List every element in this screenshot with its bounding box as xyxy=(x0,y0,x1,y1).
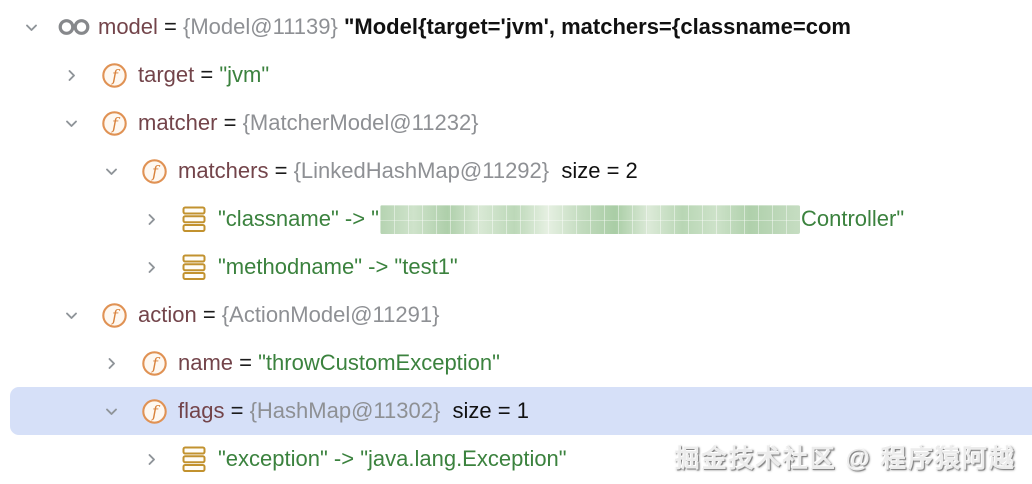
segment-type: {MatcherModel@11232} xyxy=(242,110,479,135)
segment-op: = xyxy=(217,110,243,135)
chevron-collapsed-icon[interactable] xyxy=(103,355,120,372)
map-entry-icon xyxy=(180,205,208,233)
segment-type: {Model@11139} xyxy=(183,14,344,39)
chevron-expanded-icon[interactable] xyxy=(63,307,80,324)
tree-row[interactable]: f name = "throwCustomException" xyxy=(10,339,1032,387)
segment-name: flags xyxy=(178,398,225,423)
row-text: matchers = {LinkedHashMap@11292} size = … xyxy=(178,158,638,184)
segment-string: "jvm" xyxy=(219,62,270,87)
svg-text:f: f xyxy=(111,114,121,133)
field-icon: f xyxy=(140,397,168,425)
redacted-value-mosaic xyxy=(379,204,800,234)
segment-name: matcher xyxy=(138,110,218,135)
segment-name: matchers xyxy=(178,158,269,183)
row-text: "methodname" -> "test1" xyxy=(218,254,458,280)
segment-op: = xyxy=(194,62,220,87)
tree-row[interactable]: f action = {ActionModel@11291} xyxy=(10,291,1032,339)
chevron-expanded-icon[interactable] xyxy=(103,403,120,420)
row-text: model = {Model@11139} "Model{target='jvm… xyxy=(98,14,851,40)
row-text: "exception" -> "java.lang.Exception" xyxy=(218,446,567,472)
row-text: name = "throwCustomException" xyxy=(178,350,500,376)
segment-string: "methodname" -> "test1" xyxy=(218,254,458,279)
segment-op: = xyxy=(268,158,294,183)
segment-type: {HashMap@11302} xyxy=(249,398,441,423)
svg-text:f: f xyxy=(151,162,161,181)
tree-row[interactable]: "methodname" -> "test1" xyxy=(10,243,1032,291)
tree-row[interactable]: f matcher = {MatcherModel@11232} xyxy=(10,99,1032,147)
row-text: target = "jvm" xyxy=(138,62,269,88)
field-icon: f xyxy=(100,61,128,89)
chevron-expanded-icon[interactable] xyxy=(63,115,80,132)
map-entry-icon xyxy=(180,253,208,281)
segment-plain: "Model{target='jvm', matchers={classname… xyxy=(343,14,851,39)
field-icon: f xyxy=(140,157,168,185)
tree-row[interactable]: f target = "jvm" xyxy=(10,51,1032,99)
field-icon: f xyxy=(100,301,128,329)
watch-icon xyxy=(58,13,90,41)
row-text: action = {ActionModel@11291} xyxy=(138,302,439,328)
chevron-collapsed-icon[interactable] xyxy=(143,211,160,228)
chevron-collapsed-icon[interactable] xyxy=(63,67,80,84)
field-icon: f xyxy=(140,349,168,377)
row-text: flags = {HashMap@11302} size = 1 xyxy=(178,398,529,424)
chevron-collapsed-icon[interactable] xyxy=(143,451,160,468)
svg-text:f: f xyxy=(151,402,161,421)
segment-size: size = 1 xyxy=(440,398,529,423)
svg-text:f: f xyxy=(111,66,121,85)
chevron-collapsed-icon[interactable] xyxy=(143,259,160,276)
segment-size: size = 2 xyxy=(549,158,638,183)
segment-op: = xyxy=(233,350,259,375)
chevron-expanded-icon[interactable] xyxy=(23,19,40,36)
tree-row[interactable]: "exception" -> "java.lang.Exception" xyxy=(10,435,1032,483)
segment-name: action xyxy=(138,302,197,327)
segment-op: = xyxy=(196,302,222,327)
segment-name: model xyxy=(98,14,158,39)
segment-name: name xyxy=(178,350,234,375)
segment-op: = xyxy=(157,14,183,39)
segment-name: target xyxy=(138,62,195,87)
svg-text:f: f xyxy=(151,354,161,373)
row-text: matcher = {MatcherModel@11232} xyxy=(138,110,479,136)
segment-string: "classname" -> " xyxy=(218,206,379,231)
segment-string: "throwCustomException" xyxy=(258,350,500,375)
segment-type: {LinkedHashMap@11292} xyxy=(293,158,550,183)
segment-string: Controller" xyxy=(800,206,905,231)
variables-tree: model = {Model@11139} "Model{target='jvm… xyxy=(0,3,1032,483)
row-text: "classname" -> " Controller" xyxy=(218,204,905,234)
map-entry-icon xyxy=(180,445,208,473)
tree-row[interactable]: "classname" -> " Controller" xyxy=(10,195,1032,243)
segment-string: "exception" -> "java.lang.Exception" xyxy=(218,446,567,471)
chevron-expanded-icon[interactable] xyxy=(103,163,120,180)
segment-type: {ActionModel@11291} xyxy=(221,302,440,327)
svg-text:f: f xyxy=(111,306,121,325)
tree-row[interactable]: model = {Model@11139} "Model{target='jvm… xyxy=(10,3,1032,51)
field-icon: f xyxy=(100,109,128,137)
segment-op: = xyxy=(224,398,250,423)
tree-row[interactable]: f flags = {HashMap@11302} size = 1 xyxy=(10,387,1032,435)
tree-row[interactable]: f matchers = {LinkedHashMap@11292} size … xyxy=(10,147,1032,195)
